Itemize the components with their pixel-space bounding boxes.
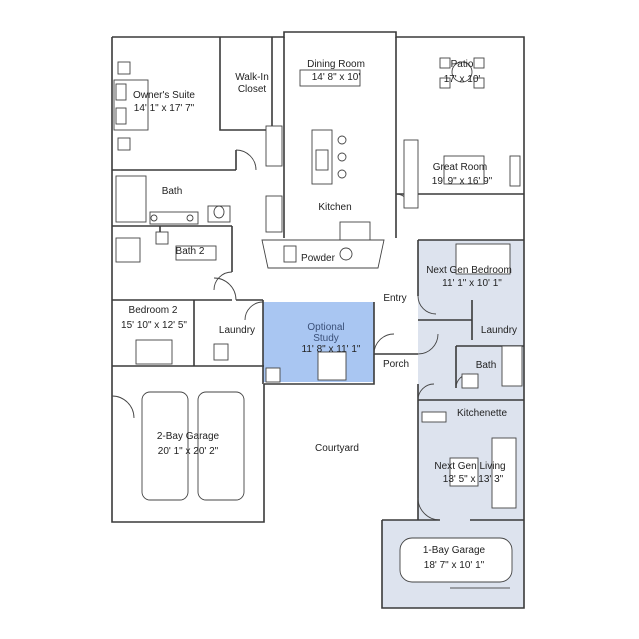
dining-room-name: Dining Room: [307, 59, 365, 70]
next-gen-bath-name: Bath: [476, 360, 497, 371]
patio-dims: 17' x 10': [444, 74, 481, 85]
courtyard-name: Courtyard: [315, 443, 359, 454]
furniture: [113, 57, 523, 589]
bedroom-2-name: Bedroom 2: [129, 305, 178, 316]
laundry-name: Laundry: [219, 325, 255, 336]
kitchenette-name: Kitchenette: [457, 408, 507, 419]
great-room-name: Great Room: [433, 162, 487, 173]
optional-study-label-line2: Study: [313, 333, 339, 344]
dining-room-dims: 14' 8" x 10': [312, 72, 361, 83]
powder-name: Powder: [301, 253, 336, 264]
walk-in-closet-label-line2: Closet: [238, 84, 267, 95]
one-bay-garage-name: 1-Bay Garage: [423, 545, 486, 556]
two-bay-garage-name: 2-Bay Garage: [157, 431, 220, 442]
owners-suite-name: Owner's Suite: [133, 90, 195, 101]
bedroom-2-dims: 15' 10" x 12' 5": [121, 320, 187, 331]
one-bay-garage-dims: 18' 7" x 10' 1": [424, 560, 485, 571]
walk-in-closet-label-line1: Walk-In: [235, 72, 269, 83]
owners-suite-dims: 14' 1" x 17' 7": [134, 103, 195, 114]
exterior-walls: [111, 31, 525, 609]
next-gen-living-dims: 13' 5" x 13' 3": [443, 474, 504, 485]
entry-name: Entry: [383, 293, 406, 304]
next-gen-living-name: Next Gen Living: [434, 461, 505, 472]
next-gen-bedroom-dims: 11' 1" x 10' 1": [442, 278, 502, 289]
bath-2-name: Bath 2: [176, 246, 205, 257]
optional-study-label-line1: Optional: [307, 322, 344, 333]
bath-name: Bath: [162, 186, 183, 197]
interior-walls: [112, 37, 524, 521]
optional-study-dims: 11' 8" x 11' 1": [302, 344, 361, 355]
two-bay-garage-dims: 20' 1" x 20' 2": [158, 446, 219, 457]
porch-name: Porch: [383, 359, 409, 370]
next-gen-laundry-name: Laundry: [481, 325, 517, 336]
kitchen-name: Kitchen: [318, 202, 351, 213]
next-gen-bedroom-name: Next Gen Bedroom: [426, 265, 512, 276]
patio-name: Patio: [451, 59, 474, 70]
great-room-dims: 19' 9" x 16' 9": [432, 176, 493, 187]
